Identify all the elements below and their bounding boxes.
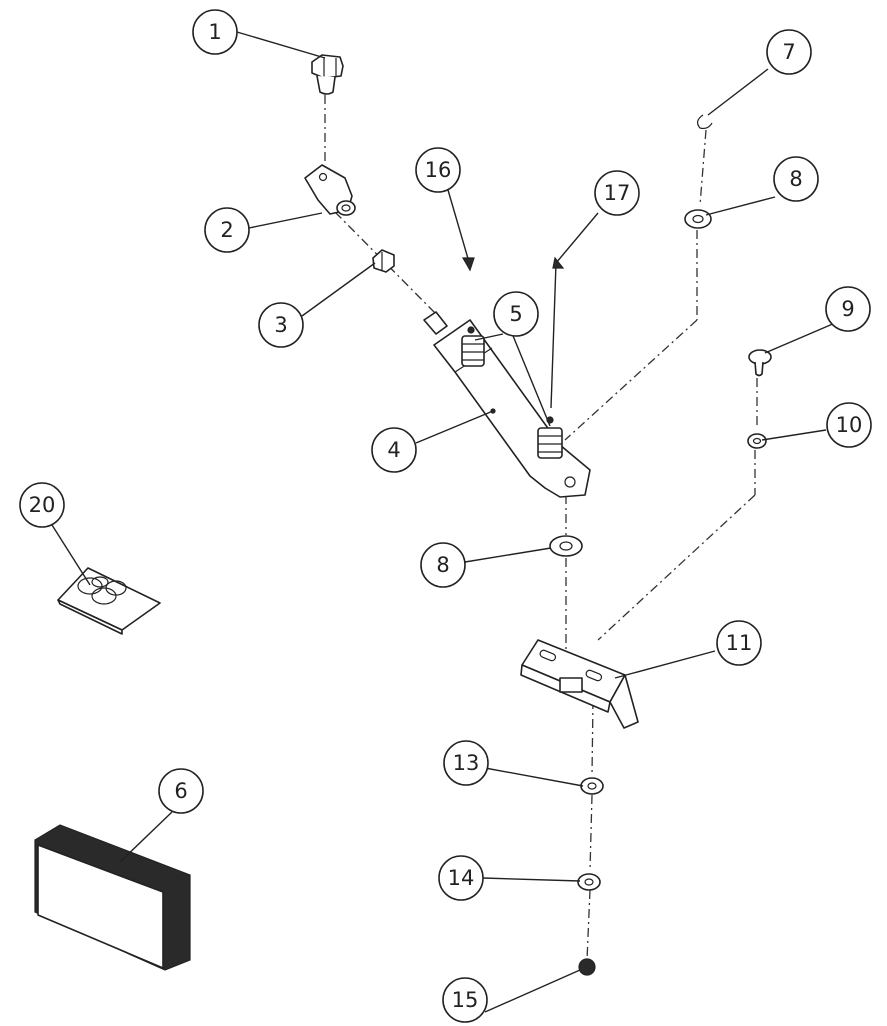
- part-fittings: [461, 335, 563, 459]
- callout-13: 13: [443, 740, 489, 786]
- callout-14: 14: [438, 855, 484, 901]
- callout-16: 16: [415, 147, 461, 193]
- callout-7: 7: [766, 29, 812, 75]
- part-washer-small: [747, 433, 767, 449]
- svg-text:8: 8: [436, 553, 449, 577]
- part-washer-14: [577, 873, 601, 891]
- svg-text:2: 2: [220, 218, 233, 242]
- callout-6: 6: [158, 768, 204, 814]
- part-cylinder: [423, 311, 591, 498]
- part-washer-13: [580, 777, 604, 795]
- callout-9: 9: [825, 286, 871, 332]
- part-washer-lower: [549, 535, 583, 557]
- svg-text:16: 16: [425, 158, 452, 182]
- part-bracket: [520, 639, 639, 729]
- svg-text:14: 14: [448, 866, 475, 890]
- callout-8-lower: 8: [420, 542, 466, 588]
- assembly-centerlines: [324, 95, 758, 961]
- svg-text:17: 17: [604, 181, 631, 205]
- part-clip: [697, 114, 713, 130]
- svg-text:8: 8: [789, 167, 802, 191]
- part-bolt: [311, 54, 344, 95]
- callout-8-upper: 8: [773, 156, 819, 202]
- part-clevis: [304, 164, 356, 216]
- part-screw: [748, 349, 772, 377]
- svg-text:11: 11: [726, 631, 753, 655]
- svg-text:10: 10: [836, 413, 863, 437]
- svg-text:6: 6: [174, 779, 187, 803]
- callout-balloons: 1 2 3 4 5 6 7 8 8 9 10 11 13 14 15 16 17…: [19, 9, 872, 1023]
- callout-10: 10: [826, 402, 872, 448]
- svg-text:7: 7: [782, 40, 795, 64]
- part-block: [34, 824, 191, 971]
- leader-arrowheads: [461, 256, 565, 272]
- svg-text:13: 13: [453, 751, 480, 775]
- callout-15: 15: [442, 977, 488, 1023]
- svg-text:9: 9: [841, 297, 854, 321]
- callout-2: 2: [204, 207, 250, 253]
- callout-11: 11: [716, 620, 762, 666]
- part-seal-kit: [57, 567, 161, 635]
- part-ball: [578, 958, 596, 976]
- callout-4: 4: [371, 427, 417, 473]
- svg-text:20: 20: [29, 493, 56, 517]
- svg-text:5: 5: [509, 302, 522, 326]
- callout-5: 5: [493, 291, 539, 337]
- svg-text:4: 4: [387, 438, 400, 462]
- leader-lines: [51, 31, 836, 1013]
- part-washer-upper: [684, 209, 712, 229]
- callout-3: 3: [258, 302, 304, 348]
- svg-text:3: 3: [274, 313, 287, 337]
- svg-text:1: 1: [208, 20, 221, 44]
- callout-1: 1: [192, 9, 238, 55]
- part-nut: [372, 249, 395, 273]
- callout-17: 17: [594, 170, 640, 216]
- svg-text:15: 15: [452, 988, 479, 1012]
- callout-20: 20: [19, 482, 65, 528]
